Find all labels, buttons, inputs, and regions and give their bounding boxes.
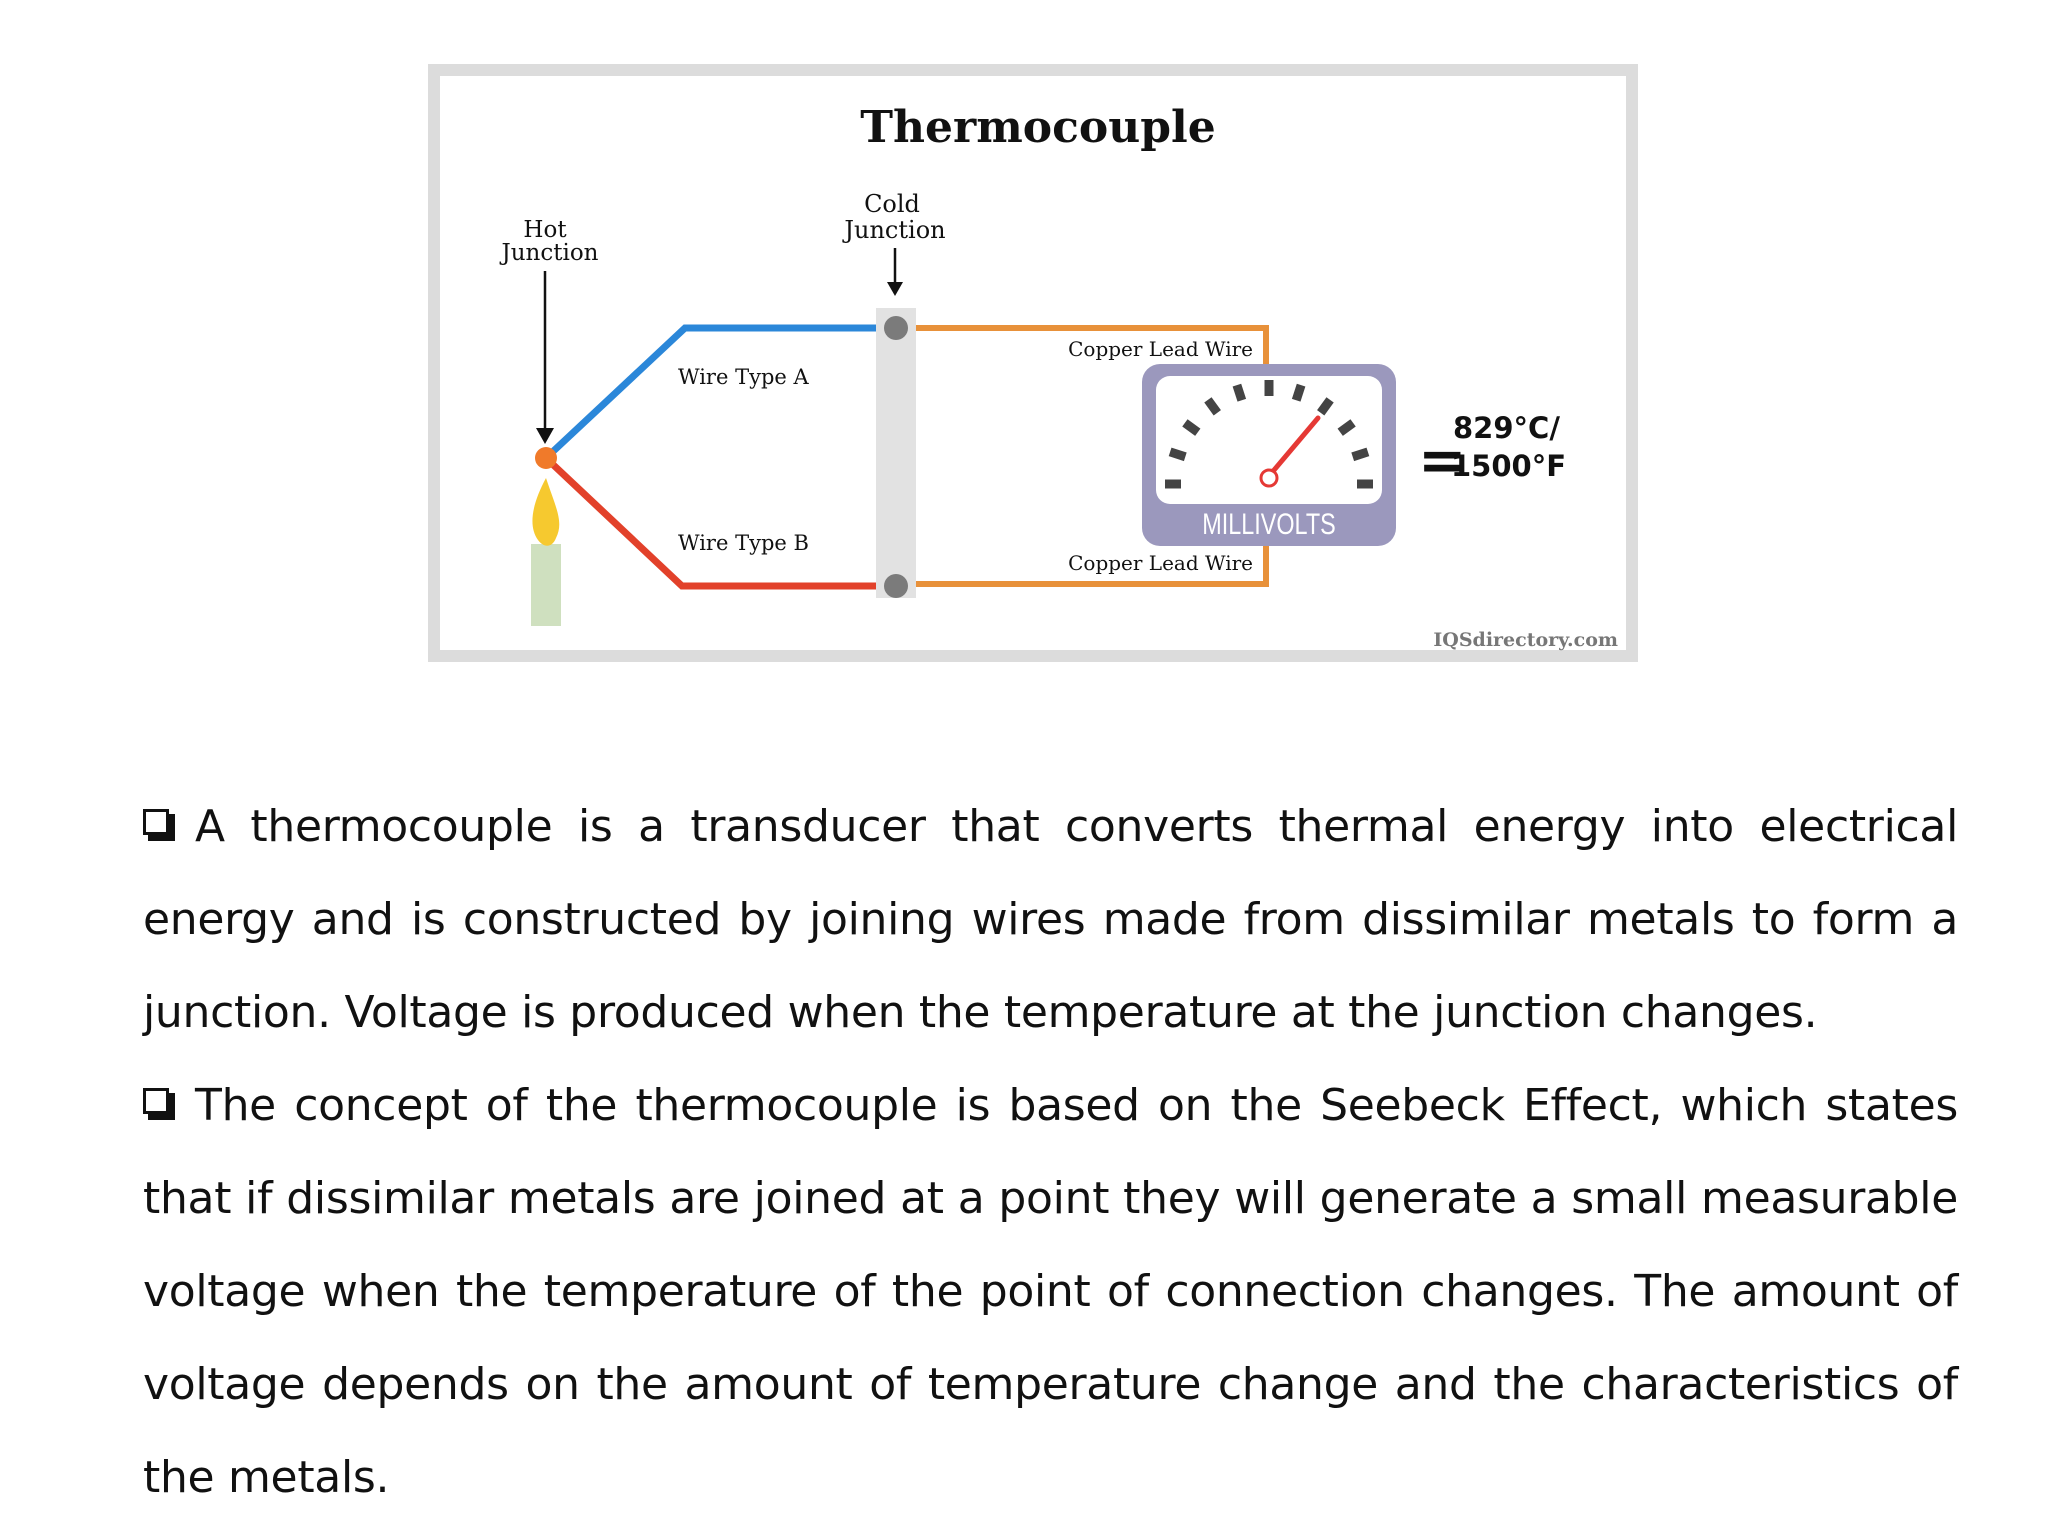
copper-lead-wire-bottom (916, 544, 1269, 587)
equals-sign: = (1418, 426, 1467, 494)
hot-junction-dot (535, 447, 557, 469)
cold-junction-label-line1: Cold (864, 190, 920, 218)
temperature-reading-celsius: 829°C/ (1453, 411, 1560, 445)
bullet-text-2: The concept of the thermocouple is based… (143, 1080, 1958, 1503)
meter-tick (1168, 447, 1187, 462)
millivolt-meter-label: MILLIVOLTS (1202, 507, 1335, 540)
thermocouple-diagram: Thermocouple Hot Junction Cold Junction … (428, 64, 1638, 662)
wire-type-a-label: Wire Type A (678, 365, 809, 389)
temperature-reading-fahrenheit: 1500°F (1451, 449, 1566, 483)
meter-tick (1204, 397, 1221, 416)
bullet-item-2: The concept of the thermocouple is based… (143, 1059, 1958, 1524)
wire-type-b-label: Wire Type B (678, 531, 809, 555)
meter-needle (1266, 415, 1321, 479)
hot-junction-label-line1: Hot (523, 217, 567, 243)
candle-flame (532, 478, 560, 546)
cold-junction-label-line2: Junction (841, 216, 945, 244)
meter-tick (1351, 447, 1370, 462)
wire-type-a (543, 324, 878, 461)
copper-lead-wire-bottom-label: Copper Lead Wire (1068, 551, 1253, 575)
bullet-item-1: A thermocouple is a transducer that conv… (143, 780, 1958, 1059)
diagram-title: Thermocouple (860, 102, 1215, 153)
cold-junction-terminal-top (884, 316, 908, 340)
meter-tick (1317, 397, 1334, 416)
meter-tick-marks (1165, 380, 1373, 489)
diagram-frame (428, 64, 1638, 662)
bullet-text-1: A thermocouple is a transducer that conv… (143, 801, 1958, 1038)
checkbox-bullet-icon (143, 1088, 175, 1120)
meter-tick (1232, 383, 1247, 402)
meter-tick (1182, 419, 1201, 436)
cold-junction-arrowhead (887, 282, 903, 296)
copper-lead-wire-top-label: Copper Lead Wire (1068, 337, 1253, 361)
hot-junction-label-line2: Junction (500, 240, 599, 266)
meter-needle-pivot (1259, 468, 1279, 488)
checkbox-bullet-icon (143, 809, 175, 841)
meter-tick (1291, 383, 1306, 402)
cold-junction-terminal-bottom (884, 574, 908, 598)
candle (531, 544, 561, 626)
hot-junction-arrowhead (536, 428, 554, 444)
copper-lead-wire-top (916, 325, 1269, 366)
meter-tick (1337, 419, 1356, 436)
bullet-list: A thermocouple is a transducer that conv… (143, 780, 1958, 1524)
wire-type-b (543, 455, 878, 590)
cold-junction-block (876, 308, 916, 598)
watermark: IQSdirectory.com (1433, 629, 1618, 651)
